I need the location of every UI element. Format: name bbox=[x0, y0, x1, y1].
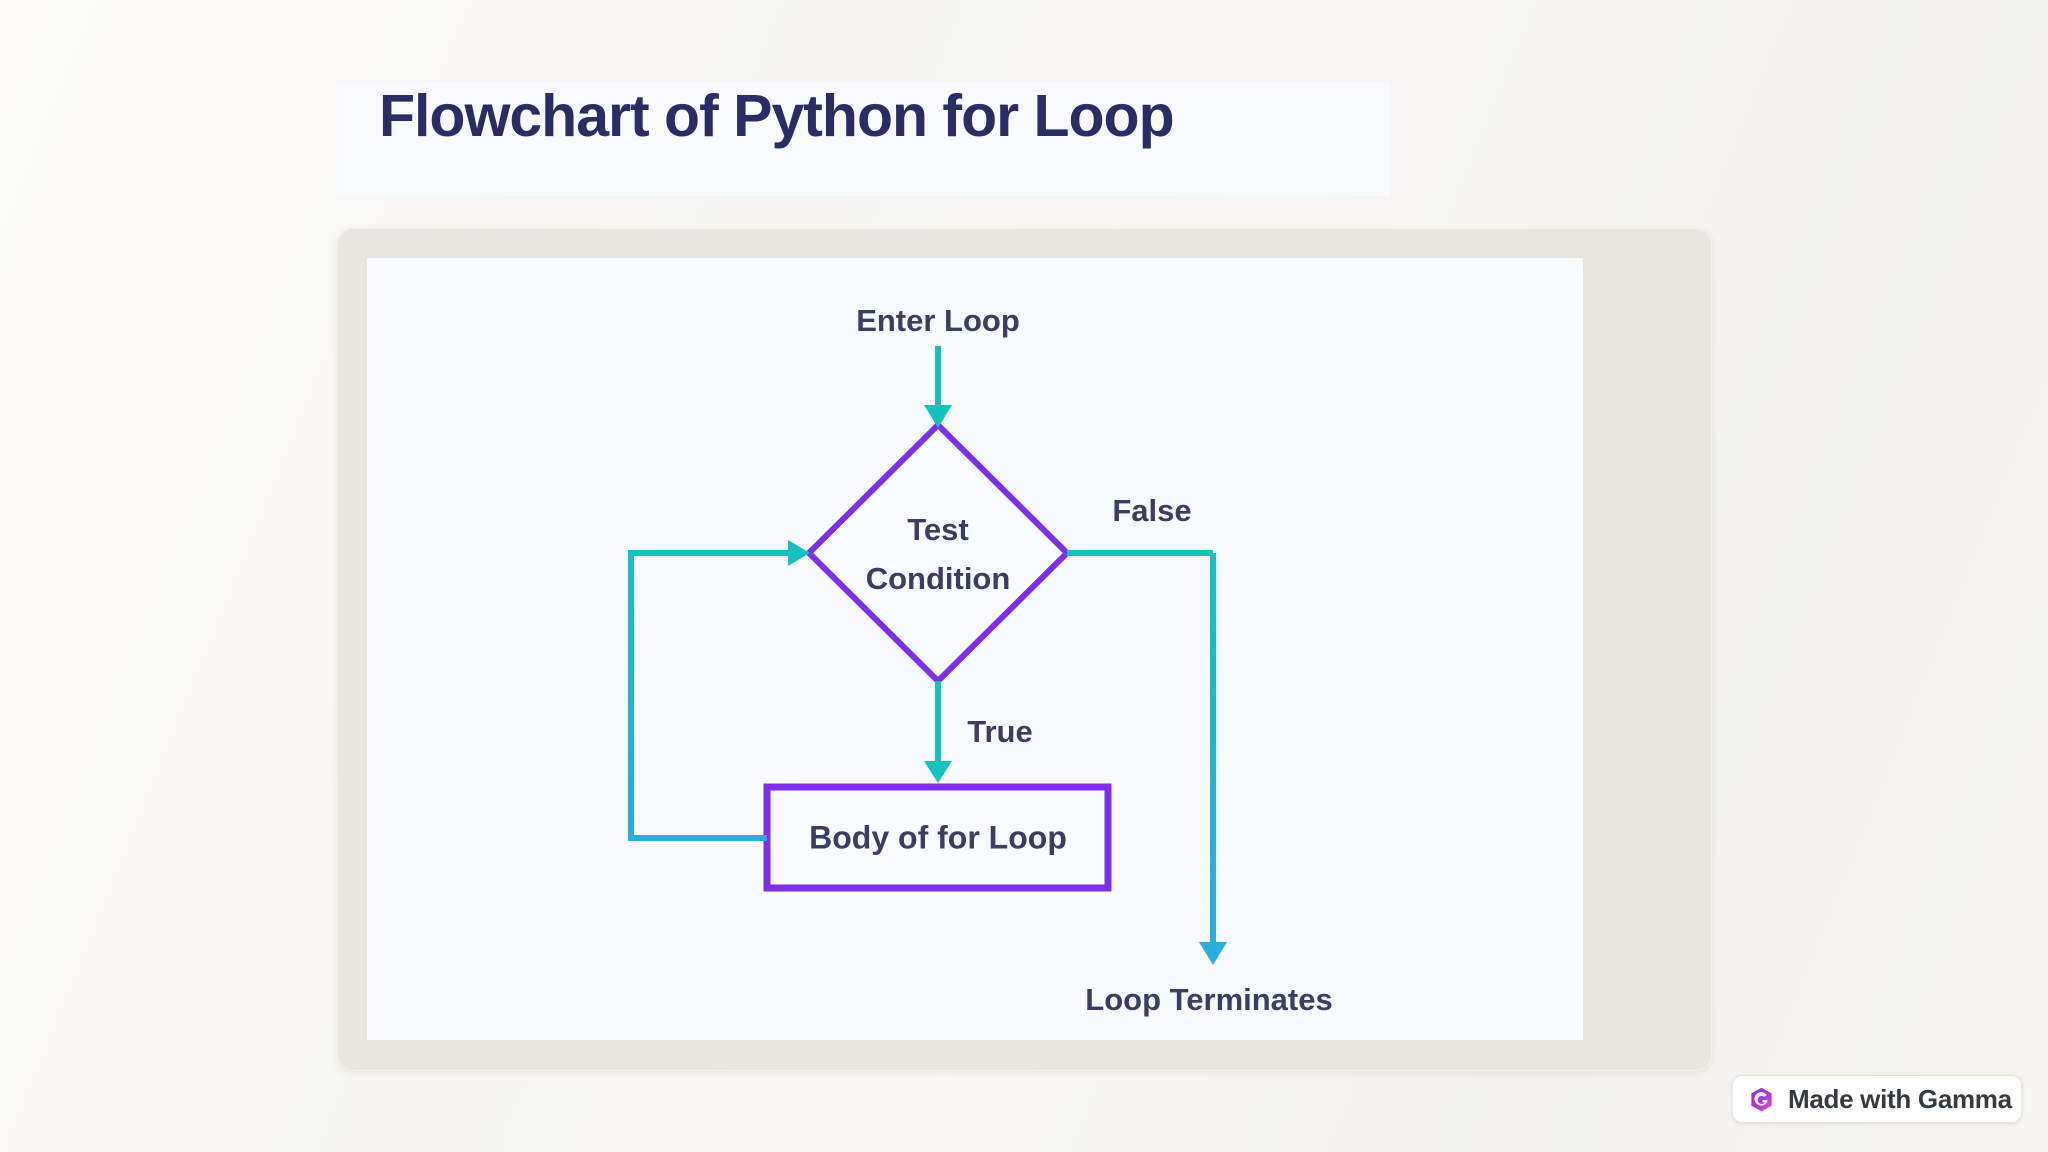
true-arrow bbox=[924, 681, 952, 783]
body-of-loop-label: Body of for Loop bbox=[809, 819, 1067, 856]
badge-label: Made with Gamma bbox=[1788, 1083, 2012, 1114]
enter-arrow bbox=[924, 346, 952, 428]
enter-loop-label: Enter Loop bbox=[856, 303, 1020, 338]
test-condition-line2: Condition bbox=[865, 561, 1011, 596]
made-with-gamma-badge[interactable]: Made with Gamma bbox=[1732, 1075, 2022, 1123]
body-rect-shape bbox=[763, 783, 1112, 892]
test-condition-line1: Test bbox=[907, 512, 969, 547]
loopback-edge bbox=[628, 540, 810, 841]
true-label: True bbox=[967, 714, 1033, 749]
test-condition-label: Test Condition bbox=[866, 505, 1011, 603]
page-title: Flowchart of Python for Loop bbox=[379, 83, 1175, 149]
flowchart-card: Enter Loop Test Condition False True Bod… bbox=[337, 228, 1712, 1071]
loop-terminates-label: Loop Terminates bbox=[1085, 982, 1333, 1017]
title-banner: Flowchart of Python for Loop bbox=[337, 82, 1390, 196]
false-label: False bbox=[1112, 493, 1192, 528]
gamma-logo-icon bbox=[1751, 1087, 1772, 1111]
false-edge bbox=[1067, 550, 1227, 965]
flowchart-canvas: Enter Loop Test Condition False True Bod… bbox=[367, 258, 1583, 1040]
flowchart-svg bbox=[628, 346, 1227, 965]
